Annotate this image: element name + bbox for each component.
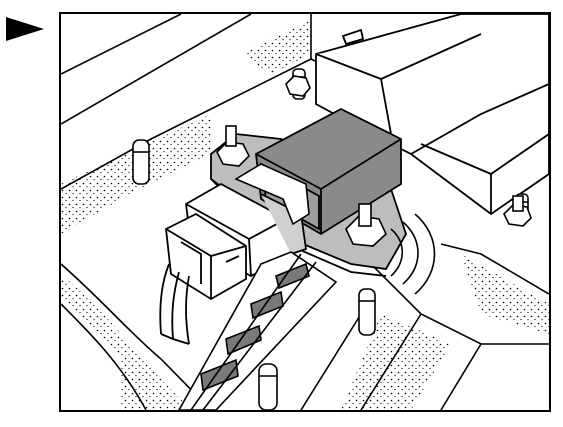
illustration-frame: [59, 12, 551, 412]
sensor-illustration: [61, 14, 549, 410]
retaining-strap: [234, 163, 310, 226]
pointer-arrow-icon: [6, 14, 46, 44]
hex-nuts: [216, 75, 532, 247]
wires: [159, 263, 190, 345]
vibration-arcs: [390, 213, 436, 295]
connector-plug: [165, 182, 307, 301]
cable-harness: [178, 251, 338, 410]
